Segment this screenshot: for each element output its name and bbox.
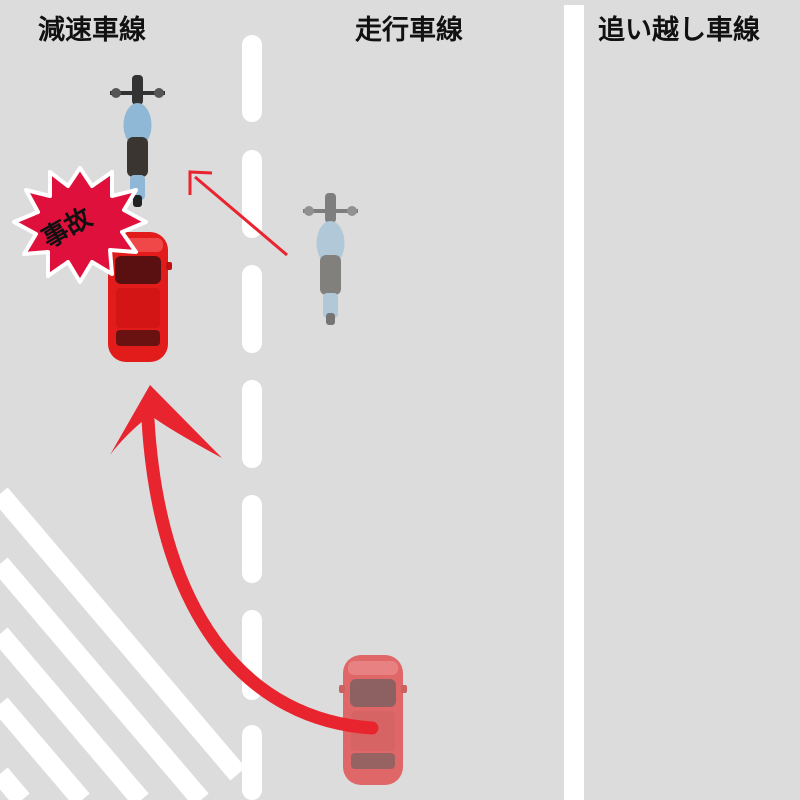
hatched-zone — [0, 487, 246, 800]
solid-lane-divider — [564, 5, 584, 800]
motorcycle-path-arrow — [194, 175, 288, 257]
car-path-arrow — [141, 413, 379, 735]
lane-label-deceleration: 減速車線 — [38, 15, 146, 46]
lane-label-driving: 走行車線 — [355, 15, 463, 46]
lane-label-passing: 追い越し車線 — [598, 15, 760, 46]
car-path-arrowhead — [110, 385, 222, 458]
accident-burst-icon — [12, 166, 148, 284]
motorcycle-path-arrowhead — [188, 170, 213, 195]
